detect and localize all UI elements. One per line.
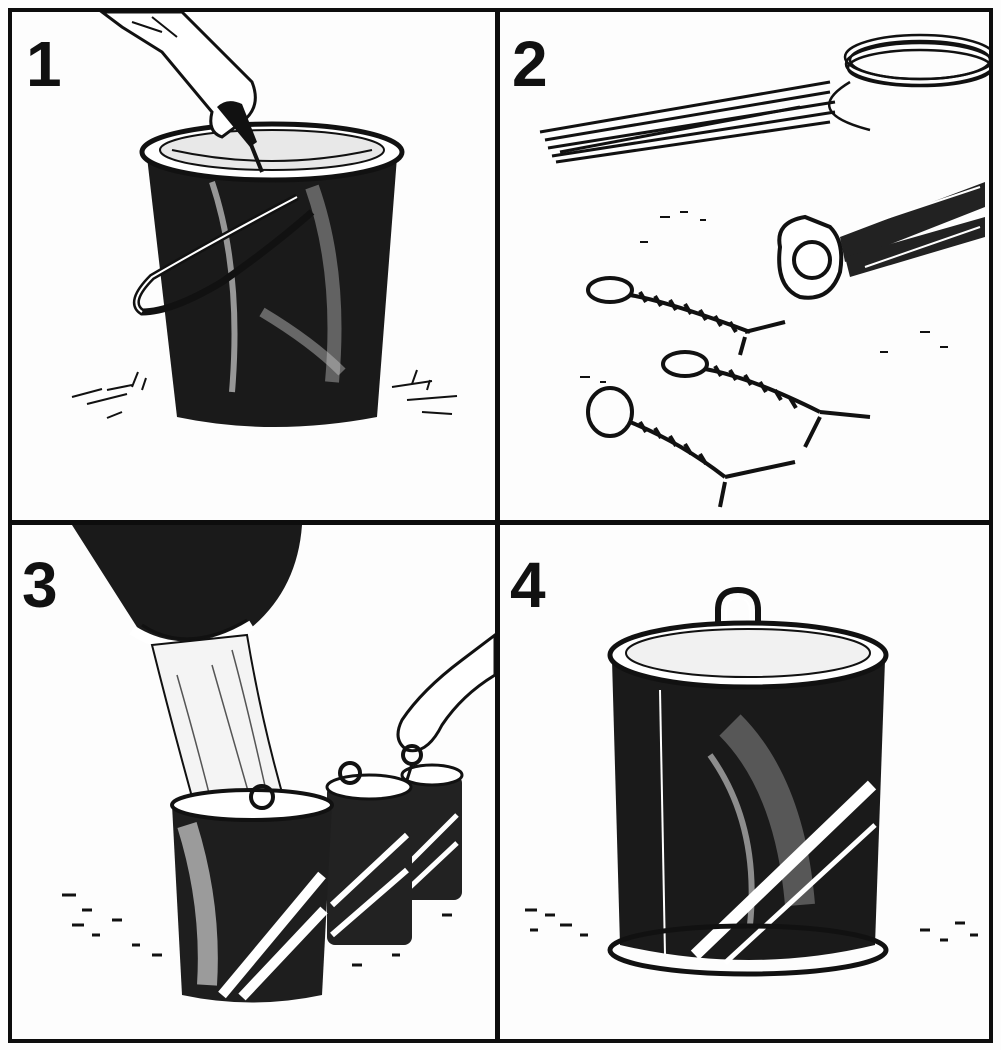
pouring-into-cans-icon: [12, 525, 495, 1039]
finished-can-with-loop-icon: [500, 525, 989, 1039]
hand-stirring-bucket-icon: [12, 12, 495, 520]
panel-1: 1: [12, 12, 495, 520]
panel-4: 4: [500, 525, 989, 1039]
wire-loops-and-pliers-icon: [500, 12, 989, 520]
panel-3: 3: [12, 525, 495, 1039]
panel-2: 2: [500, 12, 989, 520]
